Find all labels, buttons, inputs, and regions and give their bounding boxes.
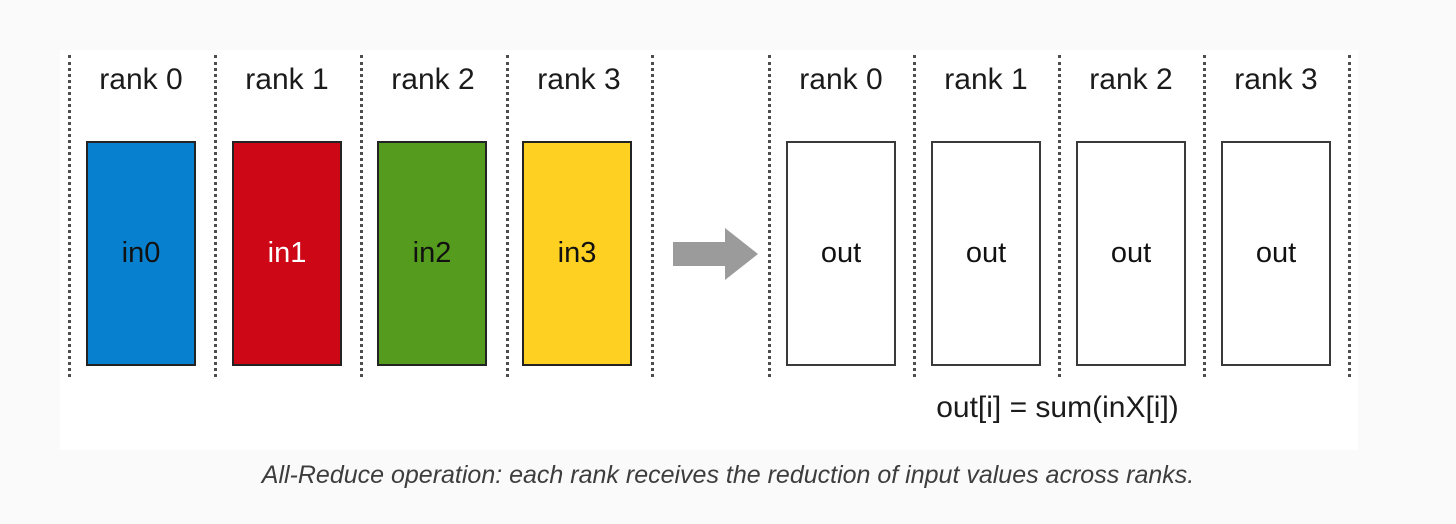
output-rank-label-1: rank 1 (944, 63, 1028, 96)
right-arrow-icon (673, 228, 758, 280)
input-box-in1: in1 (232, 141, 342, 366)
input-box-in3: in3 (522, 141, 632, 366)
output-rank-label-3: rank 3 (1234, 63, 1318, 96)
input-rank-label-0: rank 0 (99, 63, 183, 96)
output-divider-1 (913, 55, 916, 377)
output-divider-3 (1203, 55, 1206, 377)
output-divider-2 (1058, 55, 1061, 377)
output-divider-4 (1348, 55, 1351, 377)
input-box-in0: in0 (86, 141, 196, 366)
output-box-0: out (786, 141, 896, 366)
input-box-label-2: in2 (412, 237, 452, 269)
output-box-label-0: out (820, 237, 862, 269)
input-rank-label-2: rank 2 (391, 63, 475, 96)
reduction-formula: out[i] = sum(inX[i]) (936, 391, 1179, 424)
output-box-1: out (931, 141, 1041, 366)
input-divider-3 (506, 55, 509, 377)
output-box-2: out (1076, 141, 1186, 366)
input-box-label-0: in0 (121, 237, 161, 269)
input-divider-4 (651, 55, 654, 377)
output-box-label-1: out (965, 237, 1007, 269)
input-box-label-1: in1 (267, 237, 307, 269)
figure-caption: All-Reduce operation: each rank receives… (261, 461, 1195, 489)
input-divider-2 (360, 55, 363, 377)
output-rank-label-0: rank 0 (799, 63, 883, 96)
input-box-in2: in2 (377, 141, 487, 366)
output-divider-0 (768, 55, 771, 377)
output-box-3: out (1221, 141, 1331, 366)
input-box-label-3: in3 (557, 237, 597, 269)
input-rank-label-3: rank 3 (537, 63, 621, 96)
input-rank-label-1: rank 1 (245, 63, 329, 96)
output-rank-label-2: rank 2 (1089, 63, 1173, 96)
output-box-label-3: out (1255, 237, 1297, 269)
output-box-label-2: out (1110, 237, 1152, 269)
input-divider-0 (68, 55, 71, 377)
input-divider-1 (214, 55, 217, 377)
